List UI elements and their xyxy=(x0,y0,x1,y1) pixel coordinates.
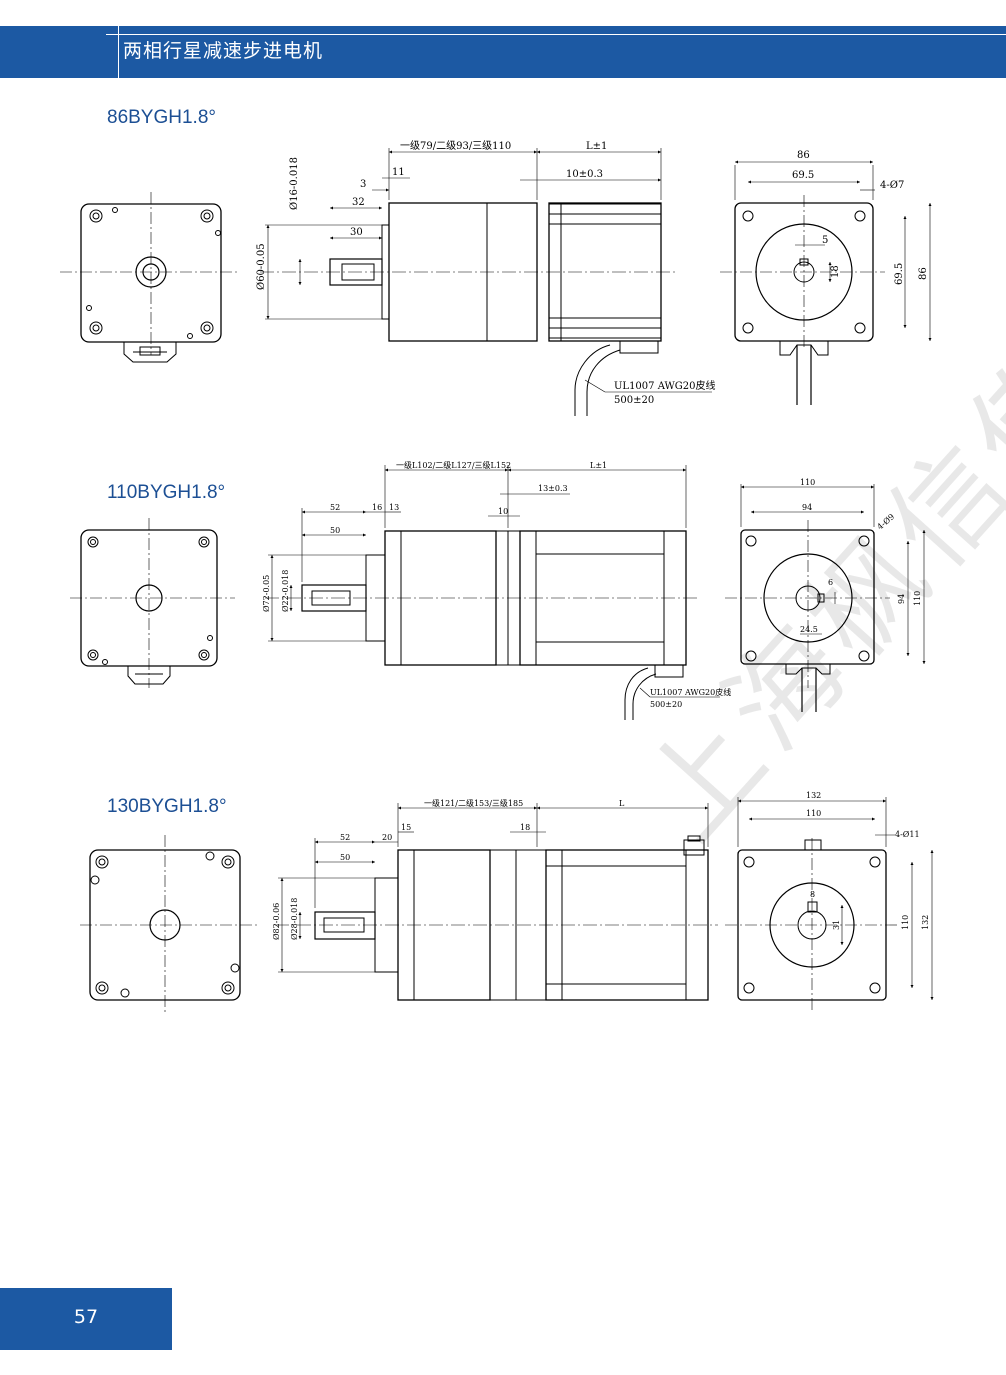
dim-86-w-outer: 86 xyxy=(797,150,810,161)
dim-110-h-inner: 94 xyxy=(897,594,906,604)
dim-110-w-outer: 110 xyxy=(800,478,815,487)
dim-110-shaft-dia: Ø22-0.018 xyxy=(281,570,290,612)
dim-86-motor-len: L±1 xyxy=(586,141,607,152)
dim-110-d16: 16 xyxy=(372,503,382,512)
drawing-130-side xyxy=(275,803,718,1001)
dim-130-w-outer: 132 xyxy=(806,791,821,800)
dim-110-keyh: 24.5 xyxy=(800,625,818,634)
dim-130-d52: 52 xyxy=(340,833,350,842)
dim-130-d50: 50 xyxy=(340,853,350,862)
dim-86-shaft-dia: Ø16-0.018 xyxy=(289,157,300,210)
dim-110-h-outer: 110 xyxy=(913,591,922,606)
cable-86-type: UL1007 AWG20皮线 xyxy=(614,379,716,392)
drawing-110-side xyxy=(265,465,720,720)
dim-130-gear-len: 一级121/二级153/三级185 xyxy=(424,798,523,808)
drawing-130-end xyxy=(725,797,934,1012)
dim-130-holes: 4-Ø11 xyxy=(895,830,920,839)
cable-86-length: 500±20 xyxy=(614,395,654,406)
dim-130-w-inner: 110 xyxy=(806,809,821,818)
dim-86-d11: 11 xyxy=(392,167,405,178)
dim-130-pilot-dia: Ø82-0.06 xyxy=(272,903,281,940)
dim-110-holes: 4-Ø9 xyxy=(876,512,897,531)
page-title: 两相行星减速步进电机 xyxy=(118,26,323,78)
dim-86-pilot-dia: Ø60-0.05 xyxy=(256,243,267,290)
dim-130-h-inner: 110 xyxy=(901,915,910,930)
dim-86-h-outer: 86 xyxy=(918,267,929,280)
drawing-86-side xyxy=(260,148,712,416)
dim-86-d32: 32 xyxy=(352,197,365,208)
cable-110-length: 500±20 xyxy=(650,700,682,709)
dim-110-key: 6 xyxy=(828,578,833,587)
dim-86-gear-len: 一级79/二级93/三级110 xyxy=(400,140,511,152)
dim-130-d15: 15 xyxy=(401,823,411,832)
model-title-86: 86BYGH1.8° xyxy=(107,107,216,128)
drawing-110-end xyxy=(725,484,926,712)
dim-130-d20: 20 xyxy=(382,833,392,842)
dim-110-d52: 52 xyxy=(330,503,340,512)
model-title-130: 130BYGH1.8° xyxy=(107,796,227,817)
dim-130-key: 8 xyxy=(810,890,815,899)
drawing-86-end xyxy=(720,160,932,405)
dim-86-keyh: 18 xyxy=(830,265,841,278)
dim-130-h-outer: 132 xyxy=(921,915,930,930)
drawing-130-front xyxy=(80,835,258,1012)
dim-110-pilot-dia: Ø72-0.05 xyxy=(262,575,271,612)
dim-110-w-inner: 94 xyxy=(802,503,812,512)
dim-130-motor-len: L xyxy=(619,799,625,808)
page-number: 57 xyxy=(0,1288,172,1350)
dim-86-w-inner: 69.5 xyxy=(792,170,814,181)
dim-86-key: 5 xyxy=(822,235,828,246)
dim-110-d10: 10 xyxy=(498,507,508,516)
dim-110-d50: 50 xyxy=(330,526,340,535)
drawing-86-front xyxy=(60,192,240,363)
dim-110-motor-len: L±1 xyxy=(590,461,607,470)
dim-110-d13: 13 xyxy=(389,503,399,512)
dim-130-d18: 18 xyxy=(520,823,530,832)
model-title-110: 110BYGH1.8° xyxy=(107,482,226,503)
dim-86-d3: 3 xyxy=(360,179,366,190)
cable-110-type: UL1007 AWG20皮线 xyxy=(650,687,731,697)
dim-86-d30: 30 xyxy=(350,227,363,238)
dim-130-shaft-dia: Ø28-0.018 xyxy=(290,898,299,940)
dim-110-gear-len: 一级L102/二级L127/三级L152 xyxy=(396,460,511,470)
dim-110-d133: 13±0.3 xyxy=(538,484,568,493)
dim-86-d10: 10±0.3 xyxy=(566,169,603,180)
dim-86-holes: 4-Ø7 xyxy=(880,180,904,191)
header-rule xyxy=(106,34,1006,35)
drawing-110-front xyxy=(70,518,235,688)
dim-130-keyh: 31 xyxy=(832,920,841,930)
dim-86-h-inner: 69.5 xyxy=(894,263,905,285)
